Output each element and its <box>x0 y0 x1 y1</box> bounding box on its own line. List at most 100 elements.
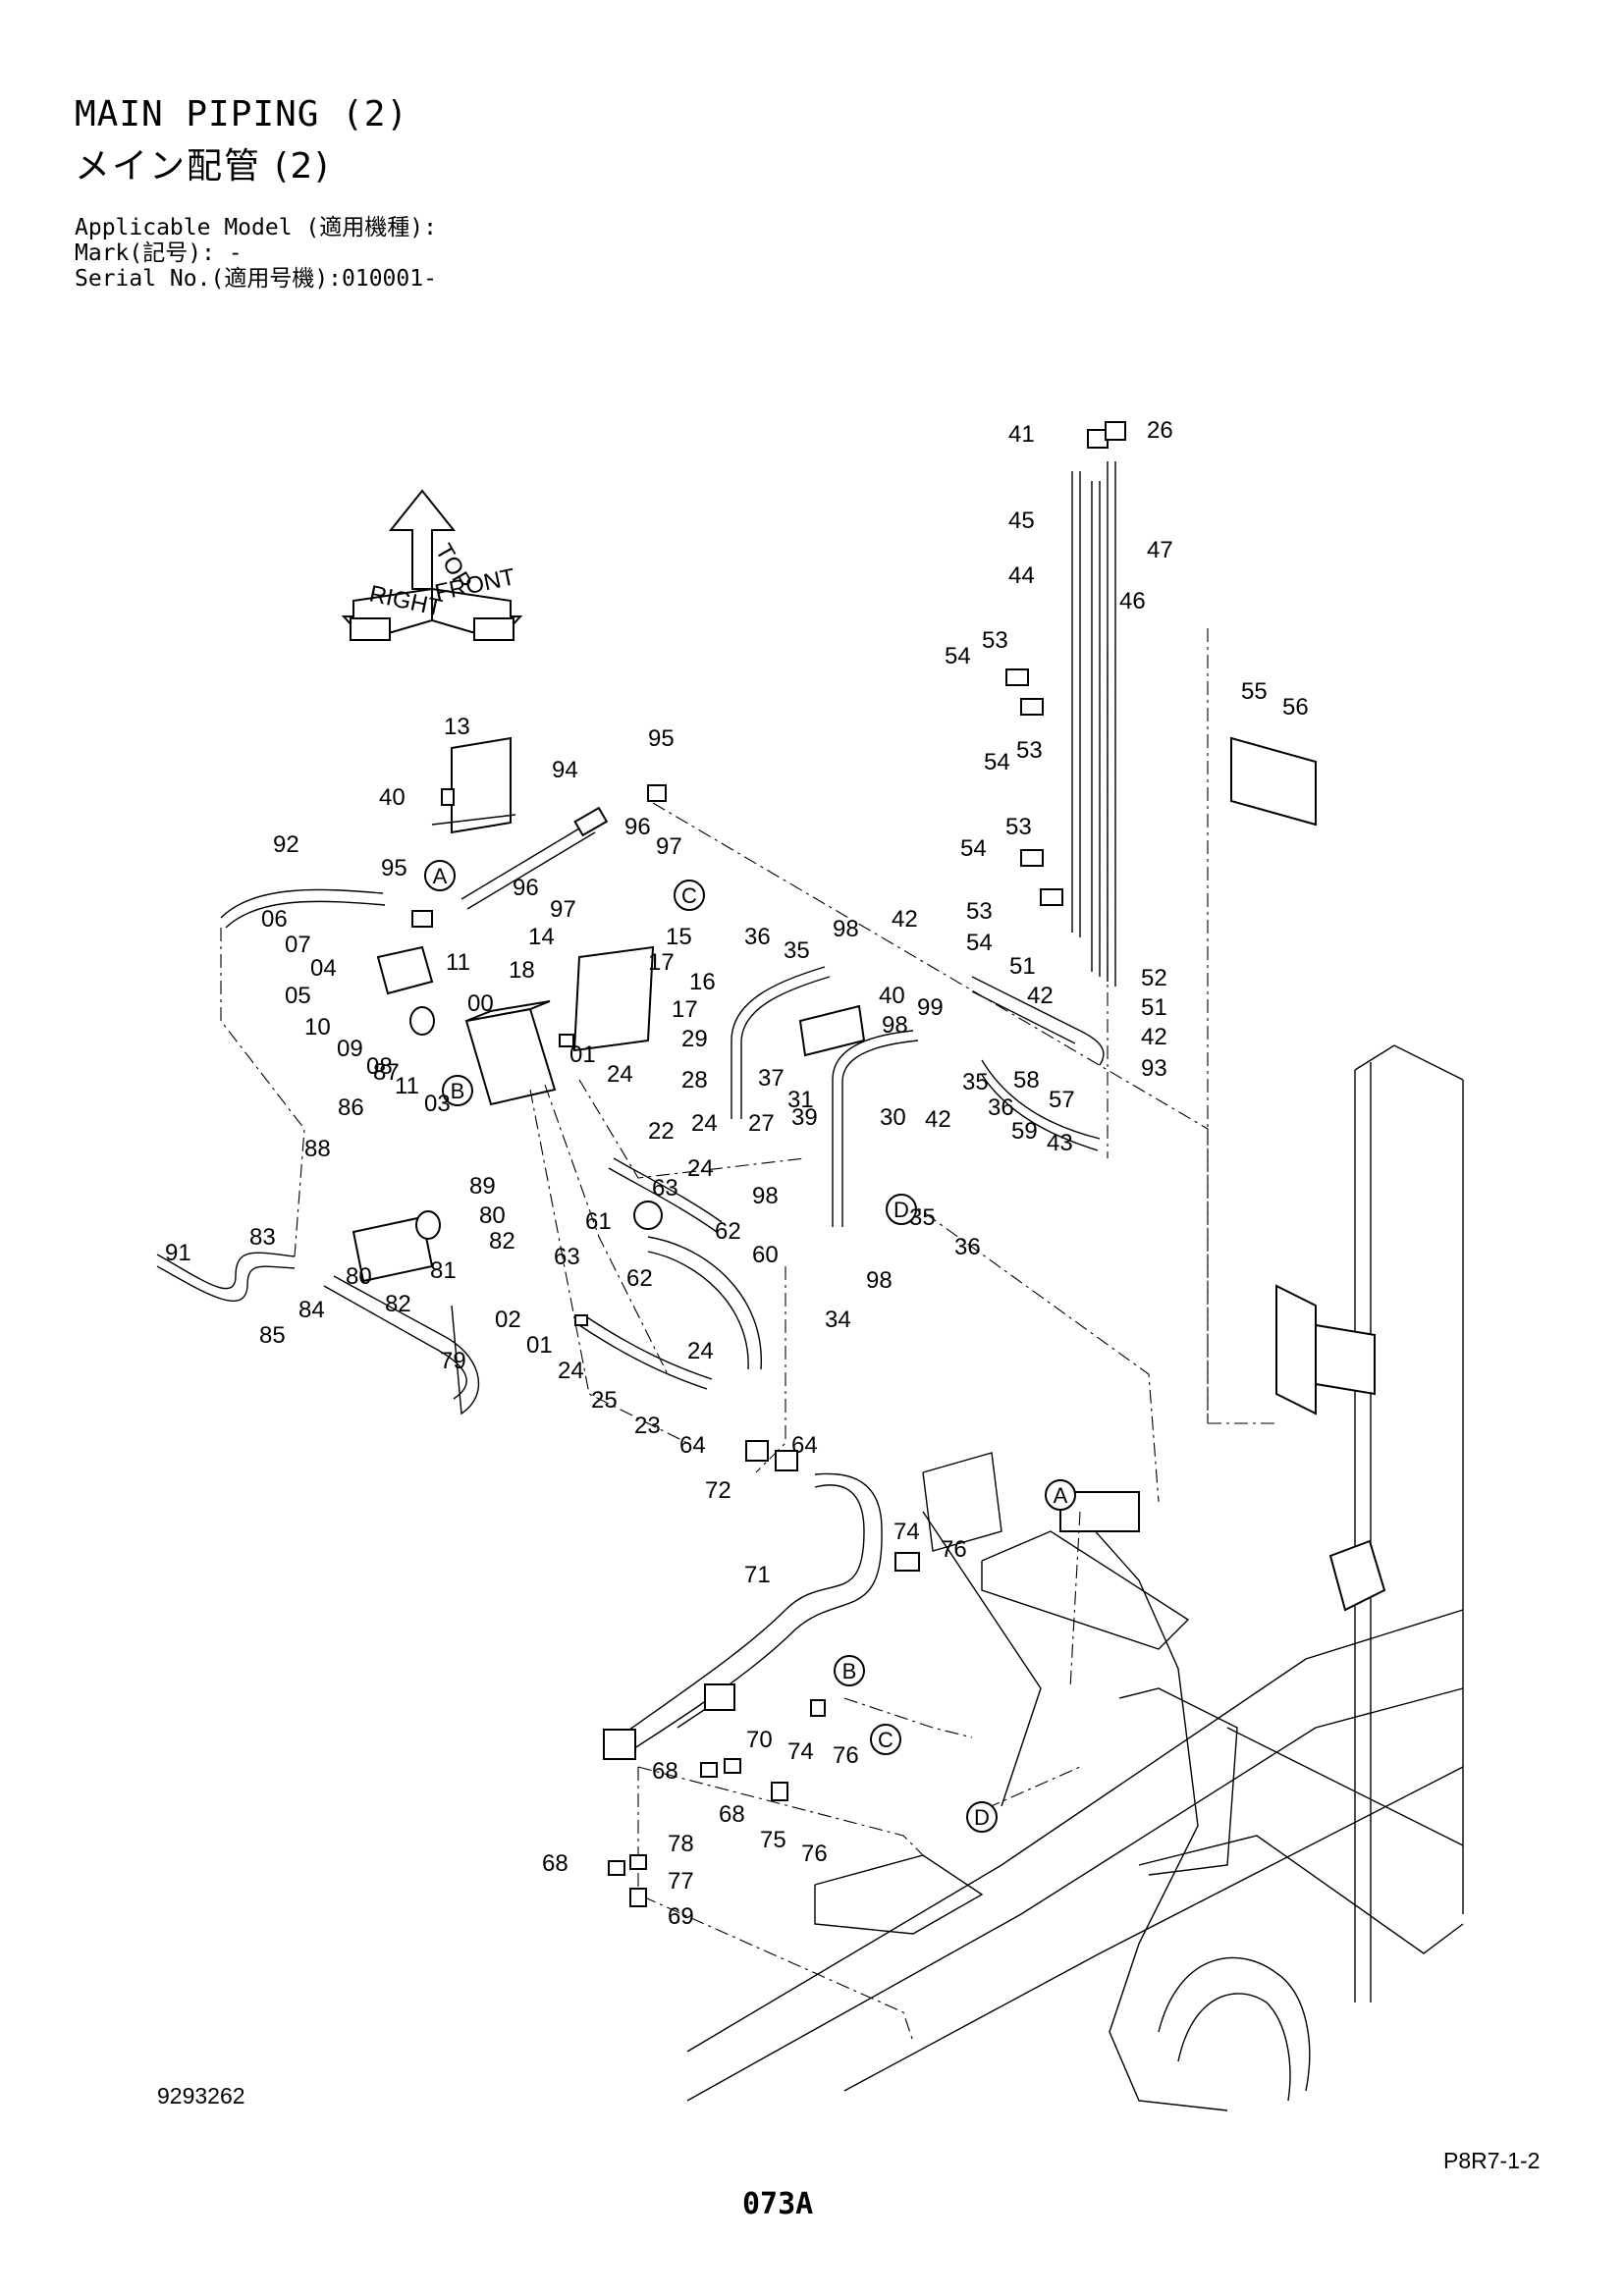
part-label: 40 <box>379 784 406 811</box>
part-label: 54 <box>966 930 993 956</box>
callout-c: C <box>681 883 697 908</box>
part-label: 51 <box>1009 953 1036 980</box>
part-label: 29 <box>681 1026 708 1052</box>
part-label: 60 <box>752 1242 779 1268</box>
part-label: 22 <box>648 1118 675 1145</box>
part-label: 82 <box>385 1291 411 1317</box>
part-label: 34 <box>825 1307 851 1333</box>
part-label: 00 <box>467 990 494 1017</box>
part-label: 03 <box>424 1091 451 1117</box>
part-label: 96 <box>513 875 539 901</box>
part-label: 45 <box>1008 507 1035 534</box>
part-label: 61 <box>585 1208 612 1235</box>
part-label: 64 <box>679 1432 706 1459</box>
part-label: 89 <box>469 1173 496 1200</box>
applicable-model: Applicable Model (適用機種): <box>75 215 437 240</box>
part-label: 97 <box>656 833 682 860</box>
part-label: 08 <box>366 1053 393 1080</box>
part-label: 56 <box>1282 694 1309 721</box>
part-label: 62 <box>715 1218 741 1245</box>
part-label: 84 <box>298 1297 325 1323</box>
part-label: 36 <box>744 924 771 950</box>
part-label: 83 <box>249 1224 276 1251</box>
part-label: 51 <box>1141 994 1167 1021</box>
part-label: 27 <box>748 1110 775 1137</box>
part-label: 25 <box>591 1387 618 1414</box>
part-label: 35 <box>962 1069 989 1095</box>
part-label: 11 <box>395 1073 419 1099</box>
part-label: 28 <box>681 1067 708 1094</box>
part-label: 57 <box>1049 1087 1075 1113</box>
part-label: 94 <box>552 757 578 783</box>
part-label: 24 <box>607 1061 633 1088</box>
part-label: 42 <box>925 1106 951 1133</box>
callout-b: B <box>451 1079 465 1103</box>
page-title-japanese: メイン配管 (2) <box>75 146 331 187</box>
part-label: 68 <box>719 1801 745 1828</box>
part-label: 30 <box>880 1104 906 1131</box>
part-label: 92 <box>273 831 299 858</box>
part-label: 09 <box>337 1036 363 1062</box>
part-label: 88 <box>304 1136 331 1162</box>
part-label: 05 <box>285 983 311 1009</box>
part-label: 68 <box>542 1850 568 1877</box>
part-label: 41 <box>1008 421 1035 448</box>
part-label: 42 <box>892 906 918 933</box>
part-label: 63 <box>554 1244 580 1270</box>
part-label: 10 <box>304 1014 331 1041</box>
part-label: 87 <box>373 1059 400 1086</box>
part-label: 96 <box>624 814 651 840</box>
part-label: 06 <box>261 906 288 933</box>
part-label: 15 <box>666 924 692 950</box>
part-label: 81 <box>430 1257 457 1284</box>
callout-d-frame: D <box>974 1805 990 1830</box>
part-label: 76 <box>801 1841 828 1867</box>
part-label: 46 <box>1119 588 1146 614</box>
part-label: 42 <box>1141 1024 1167 1050</box>
part-label: 54 <box>984 749 1010 775</box>
part-label: 36 <box>954 1234 981 1260</box>
part-label: 62 <box>626 1265 653 1292</box>
part-label: 31 <box>787 1087 814 1113</box>
part-label: 98 <box>752 1183 779 1209</box>
page-number: 073A <box>742 2187 814 2221</box>
side-frame-plate <box>1275 1044 1464 2002</box>
part-label: 53 <box>1016 737 1043 764</box>
part-label: 24 <box>687 1155 714 1182</box>
part-label: 70 <box>746 1727 773 1753</box>
vertical-pipe-bundle <box>1071 421 1126 987</box>
part-label: 74 <box>893 1519 920 1545</box>
part-label: 40 <box>879 983 905 1009</box>
part-label: 24 <box>558 1358 584 1384</box>
part-label: 53 <box>966 898 993 925</box>
part-label: 54 <box>960 835 987 862</box>
part-label: 95 <box>381 855 407 881</box>
part-label: 02 <box>495 1307 521 1333</box>
part-label: 37 <box>758 1065 785 1092</box>
part-label: 17 <box>672 996 698 1023</box>
part-label: 24 <box>687 1338 714 1364</box>
callout-b-frame: B <box>842 1659 857 1683</box>
part-label: 11 <box>446 949 470 976</box>
part-label: 36 <box>988 1095 1014 1121</box>
part-label: 44 <box>1008 562 1035 589</box>
part-label: 58 <box>1013 1067 1040 1094</box>
part-label: 53 <box>982 627 1008 654</box>
part-label: 35 <box>909 1204 936 1231</box>
part-label: 55 <box>1241 678 1268 705</box>
part-label: 26 <box>1147 417 1173 444</box>
part-label: 77 <box>668 1868 694 1895</box>
page-reference: P8R7-1-2 <box>1443 2148 1541 2173</box>
part-number-labels: 41 26 45 47 44 46 54 53 54 53 55 56 13 9… <box>165 417 1309 1930</box>
part-label: 43 <box>1047 1130 1073 1156</box>
part-label: 98 <box>882 1012 908 1039</box>
callout-d: D <box>893 1198 909 1222</box>
part-label: 17 <box>648 949 675 976</box>
part-label: 79 <box>440 1348 466 1374</box>
serial-number: Serial No.(適用号機):010001- <box>75 266 437 292</box>
drawing-number: 9293262 <box>157 2083 245 2109</box>
mark: Mark(記号): - <box>75 240 243 266</box>
part-label: 74 <box>787 1738 814 1765</box>
part-label: 98 <box>866 1267 893 1294</box>
